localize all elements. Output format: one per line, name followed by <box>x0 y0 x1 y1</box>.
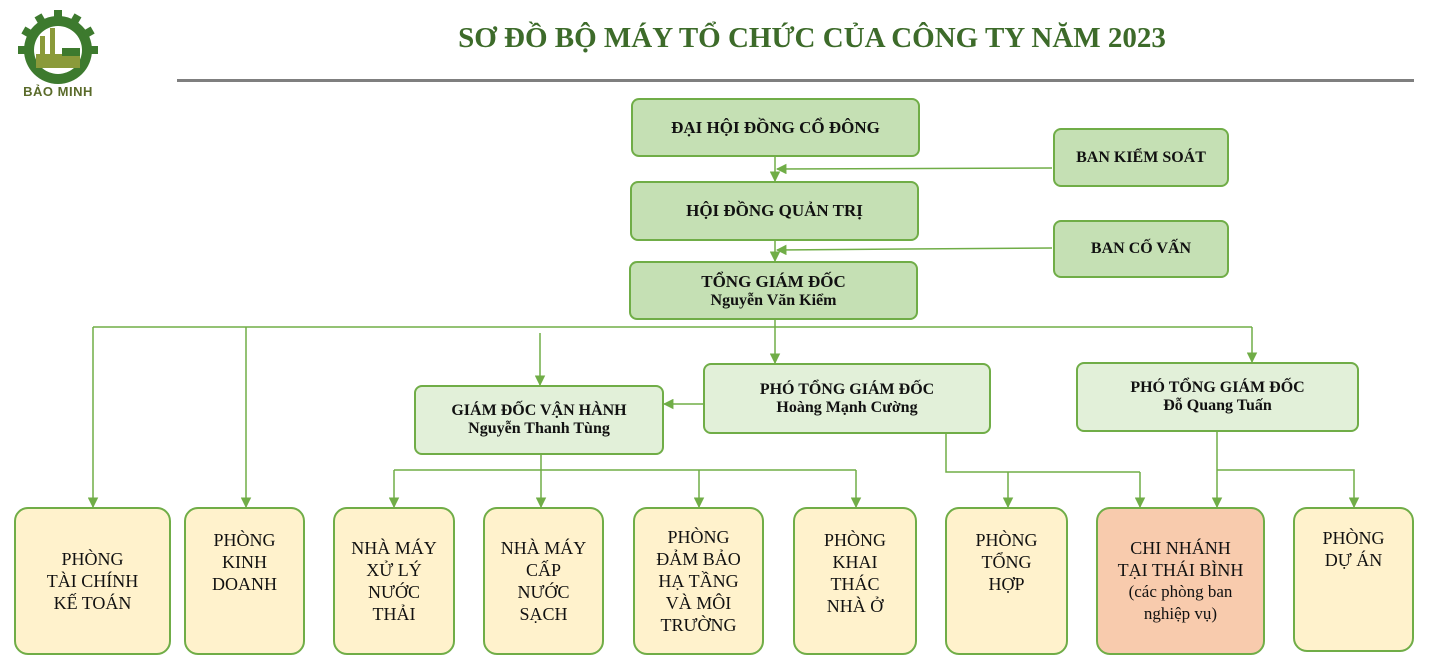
node-label: HỘI ĐỒNG QUẢN TRỊ <box>686 201 863 220</box>
node-label: PHÒNG TỔNG HỢP <box>975 530 1038 594</box>
node-label: PHÒNG KINH DOANH <box>212 530 277 594</box>
node-label: NHÀ MÁY CẤP NƯỚC SẠCH <box>500 538 587 624</box>
node-person: Nguyễn Văn Kiểm <box>710 291 837 309</box>
gear-factory-icon <box>18 10 98 84</box>
node-label: PHÒNG DỰ ÁN <box>1322 528 1385 570</box>
node-hoi-dong-quan-tri: HỘI ĐỒNG QUẢN TRỊ <box>630 181 919 241</box>
node-person: Nguyễn Thanh Tùng <box>468 420 610 437</box>
node-nha-may-cap-nuoc-sach: NHÀ MÁY CẤP NƯỚC SẠCH <box>483 507 604 655</box>
node-pho-tong-giam-doc-2: PHÓ TỔNG GIÁM ĐỐC Đỗ Quang Tuấn <box>1076 362 1359 432</box>
connector-bcv <box>775 244 1053 256</box>
node-phong-khai-thac-nha-o: PHÒNG KHAI THÁC NHÀ Ở <box>793 507 917 655</box>
node-person: Hoàng Mạnh Cường <box>776 398 918 416</box>
node-phong-du-an: PHÒNG DỰ ÁN <box>1293 507 1414 652</box>
node-label: PHÒNG TÀI CHÍNH KẾ TOÁN <box>46 549 139 613</box>
node-tong-giam-doc: TỔNG GIÁM ĐỐC Nguyễn Văn Kiểm <box>629 261 918 320</box>
node-chi-nhanh-thai-binh: CHI NHÁNH TẠI THÁI BÌNH (các phòng ban n… <box>1096 507 1265 655</box>
connector-bks <box>775 163 1053 175</box>
node-label: PHÒNG ĐẢM BẢO HẠ TẦNG VÀ MÔI TRƯỜNG <box>656 527 741 635</box>
company-logo: BẢO MINH <box>2 6 114 102</box>
page-title: SƠ ĐỒ BỘ MÁY TỔ CHỨC CỦA CÔNG TY NĂM 202… <box>458 22 1166 54</box>
title-divider <box>177 79 1414 82</box>
node-phong-tong-hop: PHÒNG TỔNG HỢP <box>945 507 1068 655</box>
node-title: PHÓ TỔNG GIÁM ĐỐC <box>759 380 935 398</box>
node-nha-may-xu-ly-nuoc-thai: NHÀ MÁY XỬ LÝ NƯỚC THẢI <box>333 507 455 655</box>
node-label: PHÒNG KHAI THÁC NHÀ Ở <box>823 530 886 616</box>
node-ban-kiem-soat: BAN KIỂM SOÁT <box>1053 128 1229 187</box>
node-ban-co-van: BAN CỐ VẤN <box>1053 220 1229 278</box>
node-label: BAN CỐ VẤN <box>1090 240 1192 257</box>
connector-ptgd2-duan <box>1217 469 1360 509</box>
node-title: GIÁM ĐỐC VẬN HÀNH <box>451 402 627 419</box>
node-label: BAN KIỂM SOÁT <box>1076 148 1206 166</box>
node-phong-kinh-doanh: PHÒNG KINH DOANH <box>184 507 305 655</box>
node-note: (các phòng ban nghiệp vụ) <box>1128 582 1233 623</box>
node-person: Đỗ Quang Tuấn <box>1163 397 1272 414</box>
node-label: NHÀ MÁY XỬ LÝ NƯỚC THẢI <box>351 538 437 624</box>
node-giam-doc-van-hanh: GIÁM ĐỐC VẬN HÀNH Nguyễn Thanh Tùng <box>414 385 664 455</box>
node-dai-hoi-dong-co-dong: ĐẠI HỘI ĐỒNG CỔ ĐÔNG <box>631 98 920 157</box>
logo-text: BẢO MINH <box>23 84 93 99</box>
node-phong-dam-bao-ha-tang: PHÒNG ĐẢM BẢO HẠ TẦNG VÀ MÔI TRƯỜNG <box>633 507 764 655</box>
node-title: PHÓ TỔNG GIÁM ĐỐC <box>1130 379 1305 396</box>
node-pho-tong-giam-doc-1: PHÓ TỔNG GIÁM ĐỐC Hoàng Mạnh Cường <box>703 363 991 434</box>
connector-ptgd1-bus <box>945 434 1140 473</box>
node-title: CHI NHÁNH TẠI THÁI BÌNH <box>1117 538 1244 580</box>
node-label: ĐẠI HỘI ĐỒNG CỔ ĐÔNG <box>671 117 880 137</box>
node-title: TỔNG GIÁM ĐỐC <box>701 271 846 291</box>
node-phong-tai-chinh-ke-toan: PHÒNG TÀI CHÍNH KẾ TOÁN <box>14 507 171 655</box>
